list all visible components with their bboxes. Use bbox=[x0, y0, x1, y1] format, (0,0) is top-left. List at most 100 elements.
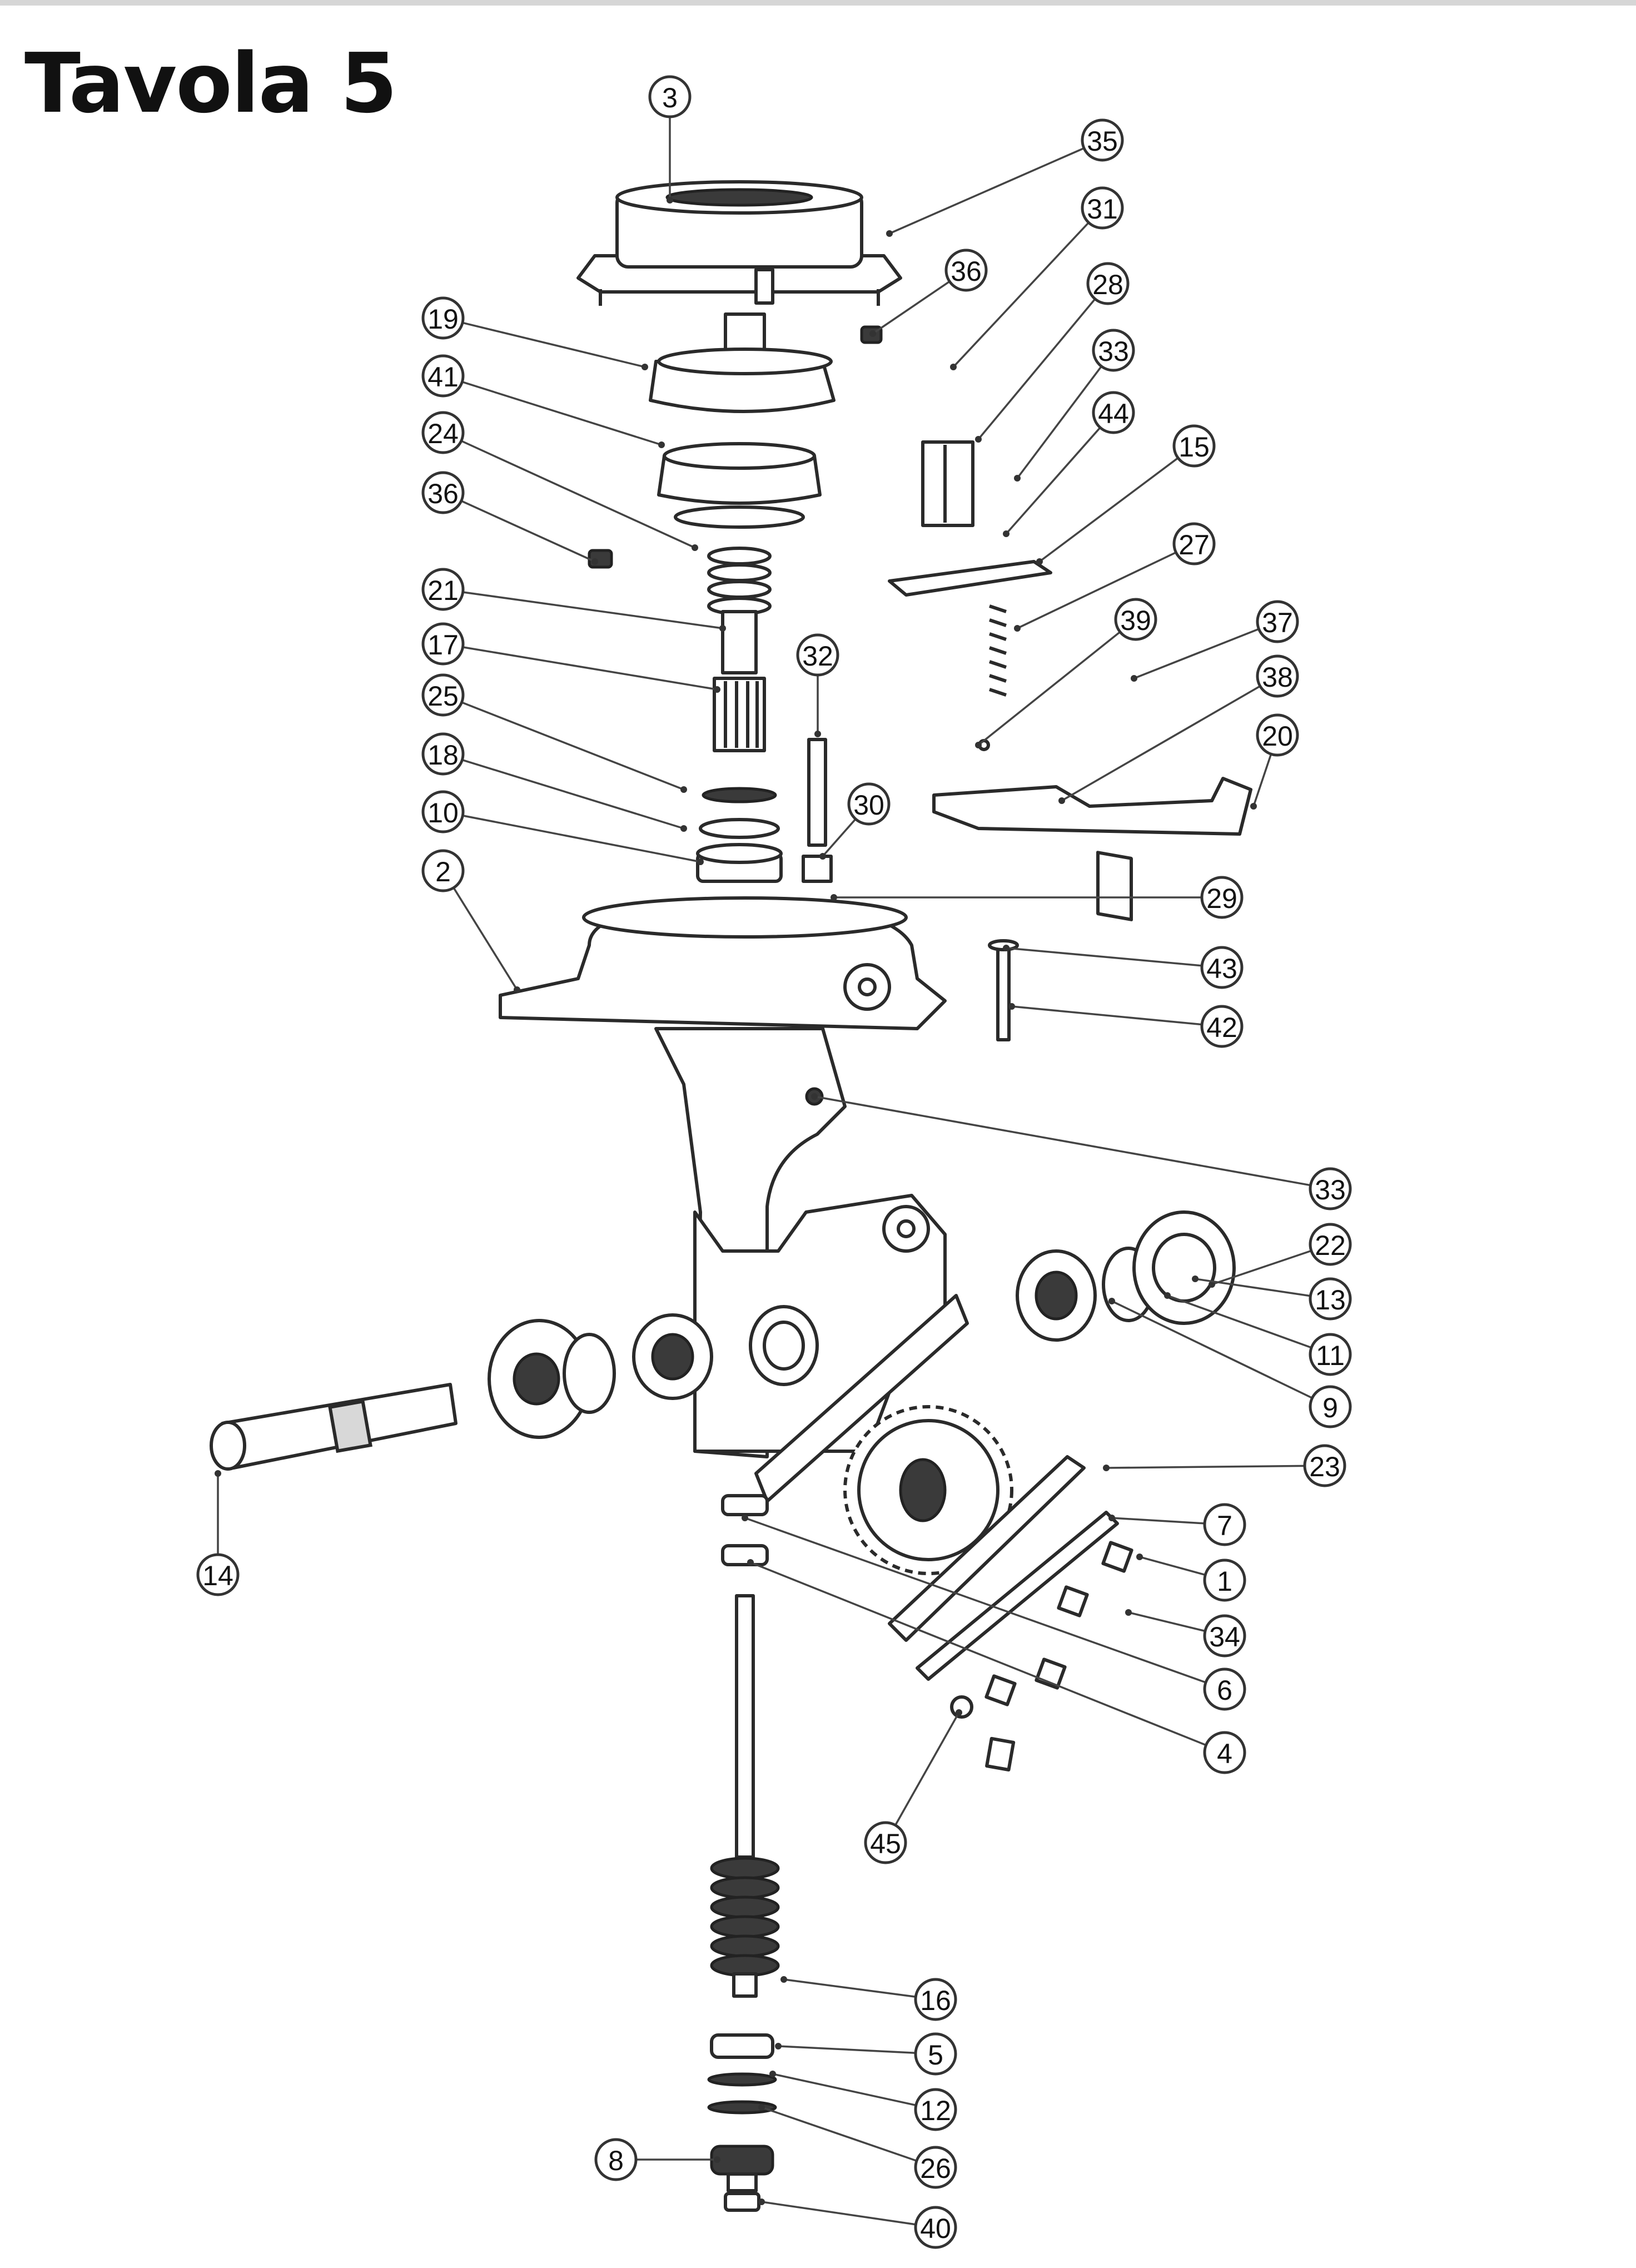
callout-number: 25 bbox=[427, 681, 459, 712]
leader-line bbox=[1017, 551, 1177, 629]
callout-ring bbox=[944, 249, 988, 292]
leader-line bbox=[977, 298, 1096, 440]
leader-line bbox=[461, 701, 684, 791]
callout-28: 28 bbox=[975, 262, 1130, 443]
callout-33: 33 bbox=[1014, 329, 1135, 482]
leader-line bbox=[772, 2073, 917, 2107]
callout-ring bbox=[594, 2138, 638, 2181]
callout-ring bbox=[1309, 1333, 1352, 1376]
bottom-bushing-part bbox=[710, 2033, 774, 2059]
leader-dot bbox=[775, 2043, 782, 2049]
leader-dot bbox=[1014, 625, 1021, 632]
callout-number: 33 bbox=[1098, 336, 1129, 367]
leader-line bbox=[778, 2045, 916, 2054]
callout-number: 1 bbox=[1217, 1566, 1232, 1597]
callout-number: 31 bbox=[1087, 193, 1118, 225]
callout-ring bbox=[1256, 713, 1299, 757]
callout-31: 31 bbox=[950, 186, 1124, 370]
leader-line bbox=[889, 147, 1085, 235]
leader-dot bbox=[758, 2198, 765, 2205]
leader-line bbox=[461, 440, 695, 549]
callout-36: 36 bbox=[421, 471, 598, 565]
leader-line bbox=[872, 280, 951, 335]
leader-dot bbox=[680, 786, 687, 793]
callout-ring bbox=[1200, 876, 1244, 919]
callout-ring bbox=[1203, 1731, 1246, 1774]
callout-ring bbox=[914, 2206, 957, 2249]
callout-42: 42 bbox=[1008, 1003, 1244, 1048]
leader-dot bbox=[1131, 675, 1137, 682]
leader-dot bbox=[1164, 1292, 1171, 1299]
callout-number: 38 bbox=[1262, 662, 1293, 693]
leader-line bbox=[1011, 1005, 1202, 1026]
o-ring-part bbox=[707, 2072, 777, 2087]
leader-line bbox=[894, 1712, 960, 1826]
leader-line bbox=[814, 1095, 1311, 1187]
callout-10: 10 bbox=[421, 790, 704, 865]
callout-ring bbox=[914, 2146, 957, 2189]
callout-number: 15 bbox=[1178, 431, 1210, 463]
callout-ring bbox=[1309, 1223, 1352, 1266]
leader-dot bbox=[814, 731, 821, 737]
callout-ring bbox=[421, 471, 465, 514]
callout-number: 24 bbox=[427, 418, 459, 449]
leader-line bbox=[1016, 365, 1102, 479]
leader-line bbox=[452, 887, 518, 990]
callout-number: 45 bbox=[870, 1828, 901, 1859]
callout-number: 26 bbox=[920, 2153, 951, 2184]
leader-dot bbox=[1008, 1003, 1015, 1010]
leader-dot bbox=[769, 2071, 776, 2077]
callout-number: 16 bbox=[920, 1985, 951, 2016]
callout-number: 29 bbox=[1206, 883, 1237, 914]
callout-ring bbox=[421, 849, 465, 892]
lever-assembly-part bbox=[805, 440, 1252, 1106]
leader-line bbox=[1252, 753, 1272, 807]
ring-part bbox=[699, 818, 780, 839]
callout-22: 22 bbox=[1209, 1223, 1352, 1288]
callout-number: 13 bbox=[1315, 1284, 1346, 1316]
leader-dot bbox=[215, 1470, 221, 1477]
callout-ring bbox=[914, 2088, 957, 2131]
leader-dot bbox=[719, 625, 726, 632]
callout-number: 7 bbox=[1217, 1510, 1232, 1541]
leader-dot bbox=[1003, 530, 1010, 537]
callout-ring bbox=[421, 411, 465, 454]
callout-ring bbox=[1256, 654, 1299, 698]
leader-dot bbox=[692, 544, 698, 551]
leader-line bbox=[952, 222, 1090, 368]
leader-line bbox=[1139, 1556, 1206, 1576]
callout-19: 19 bbox=[421, 296, 648, 370]
leader-dot bbox=[697, 858, 704, 865]
callout-4: 4 bbox=[747, 1559, 1246, 1774]
leader-line bbox=[463, 646, 718, 691]
callout-number: 3 bbox=[662, 82, 678, 113]
leader-dot bbox=[642, 364, 648, 370]
leader-dot bbox=[1192, 1276, 1199, 1282]
gear-wheel-part bbox=[843, 1405, 1133, 1772]
callout-44: 44 bbox=[1003, 391, 1135, 537]
callout-25: 25 bbox=[421, 673, 687, 793]
callout-41: 41 bbox=[421, 354, 665, 448]
callout-1: 1 bbox=[1136, 1554, 1246, 1602]
callout-34: 34 bbox=[1125, 1609, 1246, 1657]
callout-number: 28 bbox=[1092, 269, 1123, 300]
callout-37: 37 bbox=[1131, 600, 1299, 682]
leader-dot bbox=[956, 1709, 962, 1716]
callout-number: 6 bbox=[1217, 1675, 1232, 1706]
leader-line bbox=[462, 321, 645, 368]
callout-number: 18 bbox=[427, 740, 459, 771]
leader-dot bbox=[975, 742, 982, 748]
callout-ring bbox=[421, 673, 465, 717]
callout-16: 16 bbox=[780, 1976, 957, 2021]
callout-number: 30 bbox=[853, 790, 884, 821]
leader-dot bbox=[831, 894, 837, 901]
leader-dot bbox=[1108, 1298, 1115, 1304]
callout-ring bbox=[1203, 1667, 1246, 1711]
leader-dot bbox=[714, 686, 720, 693]
callout-number: 32 bbox=[802, 641, 833, 672]
leader-line bbox=[1111, 1517, 1205, 1525]
callout-number: 17 bbox=[427, 629, 459, 661]
leader-dot bbox=[1125, 1609, 1132, 1616]
callout-ring bbox=[421, 622, 465, 666]
callout-6: 6 bbox=[742, 1515, 1246, 1711]
